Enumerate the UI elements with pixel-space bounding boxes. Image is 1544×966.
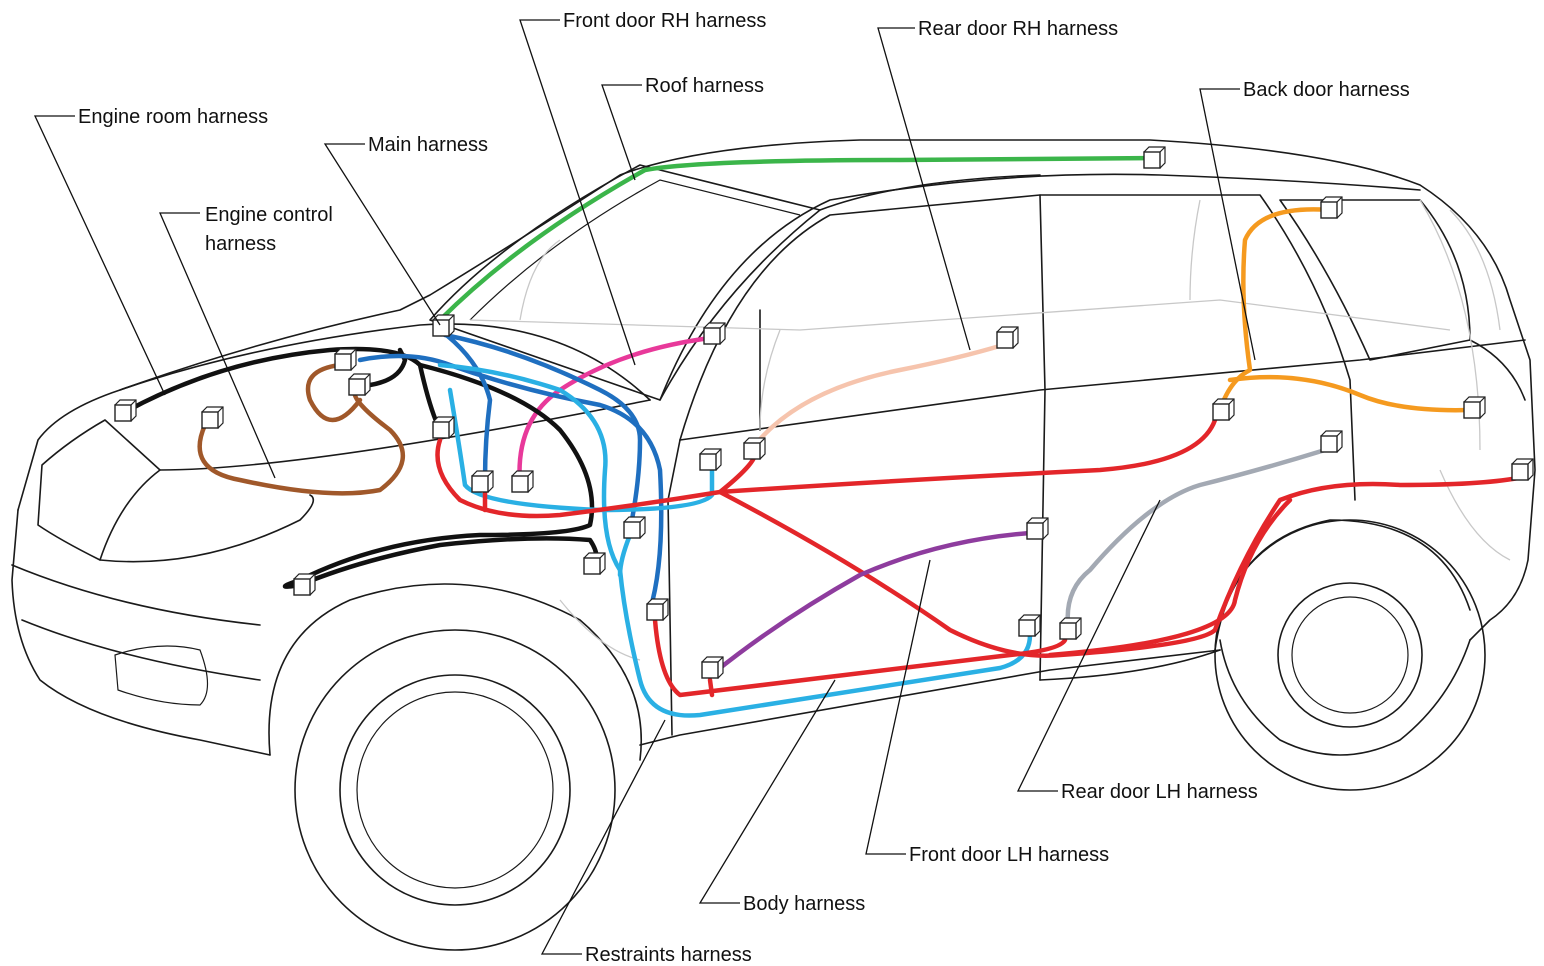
rear-door-rh-wire	[752, 342, 1006, 448]
body-wire-3	[652, 617, 1068, 698]
engine-control-wire	[197, 387, 406, 496]
label-engine-control-harness-line1: Engine control	[205, 204, 333, 226]
connector-box	[432, 416, 455, 439]
label-back-door-harness: Back door harness	[1243, 79, 1410, 101]
body-wire-2	[717, 475, 1521, 658]
harness-wires	[122, 155, 1521, 718]
connector-box	[348, 373, 371, 396]
body-wire	[435, 417, 1218, 519]
harness-labels: Engine room harness Main harness Engine …	[78, 10, 1410, 966]
connector-box	[201, 406, 224, 429]
connector-box	[1018, 614, 1041, 637]
connector-box	[623, 516, 646, 539]
engine-room-wire-2	[437, 327, 493, 483]
connector-box	[1059, 617, 1082, 640]
label-front-door-lh-harness: Front door LH harness	[909, 844, 1109, 866]
connector-box	[293, 573, 316, 596]
connector-box	[114, 399, 137, 422]
leader-lines	[33, 19, 1256, 955]
restraints-wire-3	[617, 532, 633, 578]
rear-door-lh-wire	[1065, 447, 1328, 628]
connector-box	[511, 470, 534, 493]
roof-wire	[437, 155, 1155, 323]
label-restraints-harness: Restraints harness	[585, 944, 752, 966]
body-wire-5	[1047, 497, 1293, 658]
engine-room-wire-3	[442, 332, 643, 533]
connector-box	[334, 348, 357, 371]
connector-box	[1320, 430, 1343, 453]
vehicle-body	[11, 139, 1536, 951]
connector-box	[699, 448, 722, 471]
connector-box	[701, 656, 724, 679]
connector-box	[1511, 458, 1534, 481]
connector-box	[583, 552, 606, 575]
front-door-lh-wire	[712, 530, 1033, 675]
connector-box	[1320, 196, 1343, 219]
back-door-wire-2	[1227, 374, 1473, 413]
label-rear-door-rh-harness: Rear door RH harness	[918, 18, 1118, 40]
connector-box	[432, 314, 455, 337]
connector-box	[743, 437, 766, 460]
restraints-wire-2	[447, 387, 715, 513]
connector-box	[1026, 517, 1049, 540]
connector-box	[703, 322, 726, 345]
label-body-harness: Body harness	[743, 893, 865, 915]
label-rear-door-lh-harness: Rear door LH harness	[1061, 781, 1258, 803]
main-wire-3	[282, 362, 595, 589]
connector-box	[1463, 396, 1486, 419]
body-wire-6	[707, 677, 715, 698]
connector-box	[1212, 398, 1235, 421]
label-front-door-rh-harness: Front door RH harness	[563, 10, 766, 32]
engine-control-wire-2	[305, 362, 363, 423]
label-engine-control-harness-line2: harness	[205, 233, 276, 255]
label-main-harness: Main harness	[368, 134, 488, 156]
restraints-wire	[437, 362, 1033, 718]
connector-box	[1143, 146, 1166, 169]
main-wire	[122, 346, 443, 433]
engine-room-wire	[357, 353, 664, 613]
main-wire-2	[367, 347, 408, 388]
connector-box	[996, 326, 1019, 349]
main-wire-4	[297, 536, 599, 588]
connector-box	[471, 470, 494, 493]
label-engine-room-harness: Engine room harness	[78, 106, 268, 128]
label-roof-harness: Roof harness	[645, 75, 764, 97]
connector-box	[646, 598, 669, 621]
connectors	[114, 146, 1534, 679]
